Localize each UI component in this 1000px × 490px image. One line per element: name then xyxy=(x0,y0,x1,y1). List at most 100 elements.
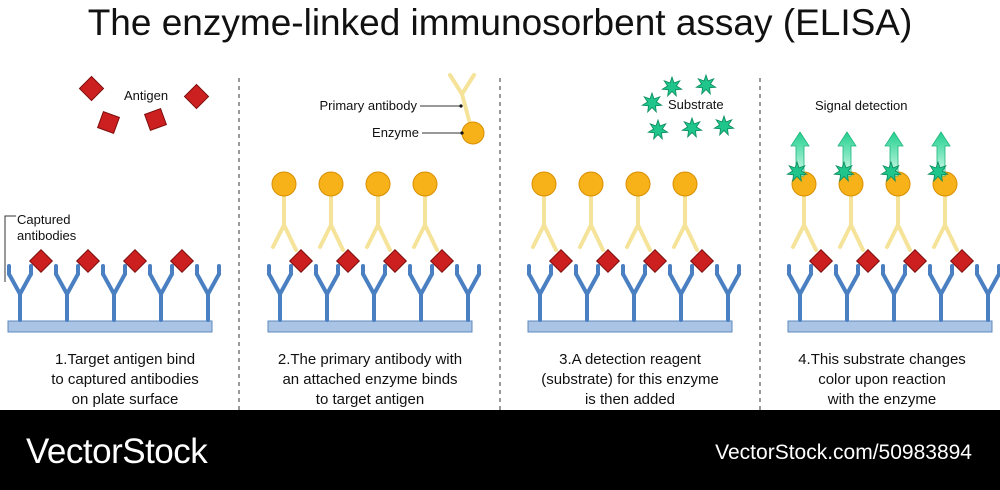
captured-antibody-icon xyxy=(408,264,434,322)
well-panel-3 xyxy=(527,171,741,333)
antigen-icon xyxy=(548,248,574,274)
plate-surface xyxy=(267,320,473,333)
well-panel-4 xyxy=(786,131,1000,333)
captured-antibody-icon xyxy=(148,264,174,322)
antigen-icon xyxy=(949,248,975,274)
substrate-star-icon xyxy=(833,160,855,183)
elisa-diagram: Antigen Captured antibodies Primary anti… xyxy=(4,73,1000,410)
primary-antibody-icon xyxy=(531,194,558,252)
primary-antibody-icon xyxy=(625,194,652,252)
captured-antibody-icon xyxy=(54,264,80,322)
caption-line: is then added xyxy=(584,391,676,408)
enzyme-icon xyxy=(625,171,651,197)
plate-surface xyxy=(787,320,993,333)
antigen-icon xyxy=(169,248,195,274)
captured-antibody-icon xyxy=(621,264,647,322)
captured-antibody-icon xyxy=(881,264,907,322)
plate-surface xyxy=(527,320,733,333)
page-title: The enzyme-linked immunosorbent assay (E… xyxy=(87,2,913,43)
plate-surface xyxy=(7,320,213,333)
primary-antibody-icon xyxy=(932,194,959,252)
captured-antibody-icon xyxy=(928,264,954,322)
primary-antibody-icon xyxy=(448,73,476,126)
caption-line: to captured antibodies xyxy=(51,371,199,388)
primary-antibody-icon xyxy=(271,194,298,252)
captured-antibodies-pointer xyxy=(4,215,16,282)
antigen-icon xyxy=(902,248,928,274)
captured-antibodies-label-line2: antibodies xyxy=(17,228,77,243)
primary-antibody-icon xyxy=(365,194,392,252)
antigen-icon xyxy=(183,83,210,110)
captured-antibody-icon xyxy=(715,264,741,322)
antigen-icon xyxy=(689,248,715,274)
step-4-caption: 4.This substrate changes color upon reac… xyxy=(757,350,1000,410)
captured-antibody-icon xyxy=(267,264,293,322)
antigen-icon xyxy=(429,248,455,274)
captured-antibody-icon xyxy=(975,264,1000,322)
antigen-icon xyxy=(642,248,668,274)
substrate-star-icon xyxy=(647,118,669,141)
substrate-cluster xyxy=(641,73,735,141)
enzyme-icon xyxy=(531,171,557,197)
antigen-icon xyxy=(96,110,121,135)
caption-line: with the enzyme xyxy=(827,391,937,408)
captured-antibodies-label-line1: Captured xyxy=(17,212,70,227)
caption-line: to target antigen xyxy=(315,391,425,408)
step-1-caption: 1.Target antigen bind to captured antibo… xyxy=(0,350,250,410)
primary-antibody-legend xyxy=(420,73,485,145)
step-2-caption: 2.The primary antibody with an attached … xyxy=(245,350,495,410)
caption-line: (substrate) for this enzyme xyxy=(541,371,719,388)
caption-line: color upon reaction xyxy=(818,371,946,388)
substrate-star-icon xyxy=(880,160,902,183)
antigen-icon xyxy=(288,248,314,274)
captured-antibody-icon xyxy=(195,264,221,322)
primary-antibody-icon xyxy=(318,194,345,252)
enzyme-icon xyxy=(412,171,438,197)
antigen-icon xyxy=(78,75,105,102)
substrate-star-icon xyxy=(681,116,703,139)
captured-antibody-icon xyxy=(787,264,813,322)
primary-antibody-icon xyxy=(838,194,865,252)
primary-antibody-label: Primary antibody xyxy=(319,98,417,113)
primary-antibody-icon xyxy=(885,194,912,252)
primary-antibody-icon xyxy=(672,194,699,252)
caption-line: an attached enzyme binds xyxy=(282,371,458,388)
well-panel-2 xyxy=(267,171,481,333)
stock-id: VectorStock.com/50983894 xyxy=(715,441,972,464)
signal-detection-label: Signal detection xyxy=(815,98,908,113)
enzyme-label: Enzyme xyxy=(372,125,419,140)
well-panel-1 xyxy=(7,248,221,333)
caption-line: on plate surface xyxy=(71,391,179,408)
primary-antibody-icon xyxy=(412,194,439,252)
antigen-icon xyxy=(595,248,621,274)
captured-antibody-icon xyxy=(101,264,127,322)
captured-antibody-icon xyxy=(527,264,553,322)
enzyme-icon xyxy=(365,171,391,197)
captured-antibody-icon xyxy=(314,264,340,322)
antigen-icon xyxy=(855,248,881,274)
enzyme-icon xyxy=(461,121,485,145)
captured-antibody-icon xyxy=(574,264,600,322)
captured-antibody-icon xyxy=(834,264,860,322)
captured-antibody-icon xyxy=(361,264,387,322)
signal-arrow-icon xyxy=(884,131,904,177)
substrate-star-icon xyxy=(695,73,717,96)
antigen-icon xyxy=(335,248,361,274)
substrate-star-icon xyxy=(786,160,808,183)
antigen-icon xyxy=(808,248,834,274)
substrate-star-icon xyxy=(661,75,683,98)
substrate-star-icon xyxy=(713,114,735,137)
captured-antibody-icon xyxy=(455,264,481,322)
enzyme-icon xyxy=(318,171,344,197)
caption-line: 4.This substrate changes xyxy=(798,351,966,368)
antigen-icon xyxy=(122,248,148,274)
signal-arrow-icon xyxy=(790,131,810,177)
footer-bar: VectorStock VectorStock.com/50983894 xyxy=(0,410,1000,490)
substrate-label: Substrate xyxy=(668,97,724,112)
captured-antibody-icon xyxy=(668,264,694,322)
substrate-star-icon xyxy=(641,91,663,114)
enzyme-icon xyxy=(271,171,297,197)
caption-line: 3.A detection reagent xyxy=(559,351,701,368)
brand-logo: VectorStock xyxy=(26,432,208,471)
antigen-icon xyxy=(75,248,101,274)
